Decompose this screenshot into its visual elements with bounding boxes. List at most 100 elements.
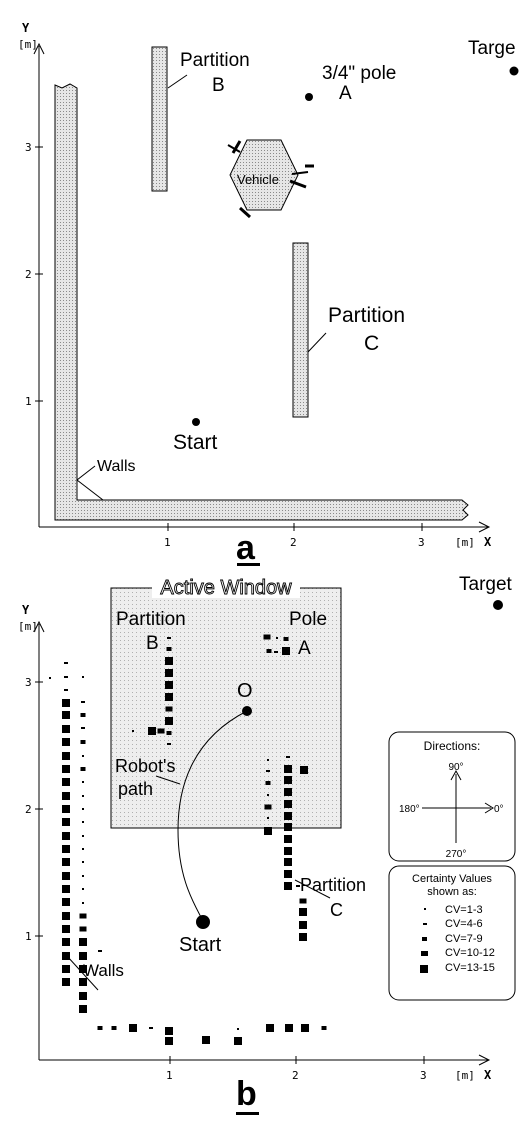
certainty-cell bbox=[62, 818, 70, 826]
certainty-cell bbox=[165, 1037, 173, 1045]
certainty-cell bbox=[82, 808, 84, 810]
x-tick-1-a: 1 bbox=[164, 536, 171, 549]
start-label-b: Start bbox=[179, 934, 222, 956]
walls-label-a: Walls bbox=[97, 458, 136, 475]
panel-letter-underline-b bbox=[236, 1112, 259, 1115]
axes-b bbox=[33, 620, 491, 1066]
certainty-cell bbox=[284, 776, 292, 784]
certainty-cell bbox=[202, 1036, 210, 1044]
certainty-cell bbox=[284, 835, 292, 843]
x-tick-2-b: 2 bbox=[292, 1069, 299, 1082]
partition-c-label-2-b: C bbox=[330, 900, 343, 920]
certainty-cell bbox=[300, 766, 308, 774]
y-tick-1-b: 1 bbox=[25, 930, 32, 943]
target-label-a: Targe bbox=[468, 38, 516, 59]
certainty-cell bbox=[266, 1024, 274, 1032]
certainty-cell bbox=[62, 912, 70, 920]
y-unit-label-a: [m] bbox=[18, 38, 38, 51]
certainty-cell bbox=[276, 637, 278, 639]
certainty-cell bbox=[284, 823, 292, 831]
certainty-cell bbox=[80, 740, 86, 744]
certainty-cell bbox=[82, 755, 84, 757]
direction-0-label: 0° bbox=[494, 804, 504, 815]
cv-legend-5: CV=13-15 bbox=[445, 962, 495, 974]
certainty-cell bbox=[148, 727, 156, 735]
certainty-cell bbox=[62, 738, 70, 746]
certainty-cell bbox=[321, 1026, 327, 1030]
certainty-cell bbox=[62, 711, 70, 719]
certainty-cell bbox=[97, 1026, 103, 1030]
direction-270-label: 270° bbox=[446, 849, 467, 860]
certainty-cell bbox=[157, 728, 165, 734]
certainty-cell bbox=[284, 788, 292, 796]
partition-c-shape-a bbox=[292, 242, 309, 418]
certainty-title-1: Certainty Values bbox=[412, 873, 492, 885]
certainty-cell bbox=[285, 1024, 293, 1032]
target-dot-a bbox=[509, 66, 519, 76]
certainty-cell bbox=[79, 965, 87, 973]
certainty-cell bbox=[265, 781, 271, 785]
partition-c-leader-a bbox=[307, 332, 327, 353]
certainty-cell bbox=[149, 1027, 153, 1029]
certainty-legend: Certainty Values shown as: CV=1-3 CV=4-6… bbox=[388, 865, 516, 1001]
certainty-cell bbox=[166, 731, 172, 735]
certainty-cell bbox=[62, 938, 70, 946]
certainty-cell bbox=[266, 649, 272, 653]
certainty-cell bbox=[82, 781, 84, 783]
certainty-cell bbox=[264, 827, 272, 835]
certainty-cell bbox=[98, 950, 102, 952]
certainty-cell bbox=[62, 765, 70, 773]
y-tick-2-a: 2 bbox=[25, 268, 32, 281]
pole-label-1-a: 3/4" pole bbox=[322, 63, 396, 84]
pole-label-2-b: A bbox=[298, 638, 311, 659]
robot-path-curve bbox=[177, 710, 248, 922]
x-tick-3-a: 3 bbox=[418, 536, 425, 549]
certainty-cell bbox=[286, 756, 290, 758]
x-tick-1-b: 1 bbox=[166, 1069, 173, 1082]
robot-path-label-1: Robot's bbox=[115, 756, 175, 776]
panel-a: Y [m] [m] X 1 2 3 3 2 1 Vehicle bbox=[18, 21, 519, 567]
certainty-cell bbox=[80, 713, 86, 717]
partition-b-leader-a bbox=[167, 74, 188, 89]
certainty-cell bbox=[62, 898, 70, 906]
active-window-title: Active Window bbox=[160, 577, 292, 599]
certainty-cell bbox=[166, 647, 172, 651]
certainty-cell bbox=[81, 727, 85, 729]
partition-b-label-1-b: Partition bbox=[116, 609, 186, 630]
active-window-title-bg bbox=[152, 576, 300, 598]
certainty-cell bbox=[62, 699, 70, 707]
pole-label-1-b: Pole bbox=[289, 609, 327, 630]
certainty-cell bbox=[267, 794, 269, 796]
certainty-cell bbox=[82, 795, 84, 797]
directions-title: Directions: bbox=[424, 739, 481, 753]
certainty-cell bbox=[82, 902, 84, 904]
panel-b: Active Window Y [m] [m] X 1 2 3 3 2 1 bbox=[18, 574, 516, 1115]
certainty-cell bbox=[82, 861, 84, 863]
start-dot-a bbox=[192, 418, 200, 426]
certainty-cell bbox=[79, 926, 87, 932]
partition-b-label-2-a: B bbox=[212, 75, 225, 96]
partition-c-label-1-b: Partition bbox=[300, 875, 366, 895]
y-unit-label-b: [m] bbox=[18, 620, 38, 633]
origin-label: O bbox=[237, 680, 253, 702]
certainty-cell bbox=[237, 1028, 239, 1030]
y-axis-label-a: Y bbox=[22, 21, 30, 35]
certainty-cell bbox=[82, 848, 84, 850]
y-tick-1-a: 1 bbox=[25, 395, 32, 408]
certainty-cell bbox=[264, 804, 272, 810]
certainty-cell bbox=[82, 875, 84, 877]
certainty-cell bbox=[62, 725, 70, 733]
certainty-cell bbox=[62, 805, 70, 813]
y-tick-3-a: 3 bbox=[25, 141, 32, 154]
certainty-cell bbox=[79, 1005, 87, 1013]
direction-180-label: 180° bbox=[399, 804, 420, 815]
partition-b-shape-a bbox=[151, 46, 168, 192]
certainty-cell bbox=[284, 765, 292, 773]
direction-90-label: 90° bbox=[448, 762, 463, 773]
certainty-title-2: shown as: bbox=[427, 886, 477, 898]
certainty-cell bbox=[82, 835, 84, 837]
certainty-cell bbox=[62, 965, 70, 973]
certainty-cell bbox=[299, 933, 307, 941]
certainty-cell bbox=[283, 637, 289, 641]
certainty-cell bbox=[165, 706, 173, 712]
